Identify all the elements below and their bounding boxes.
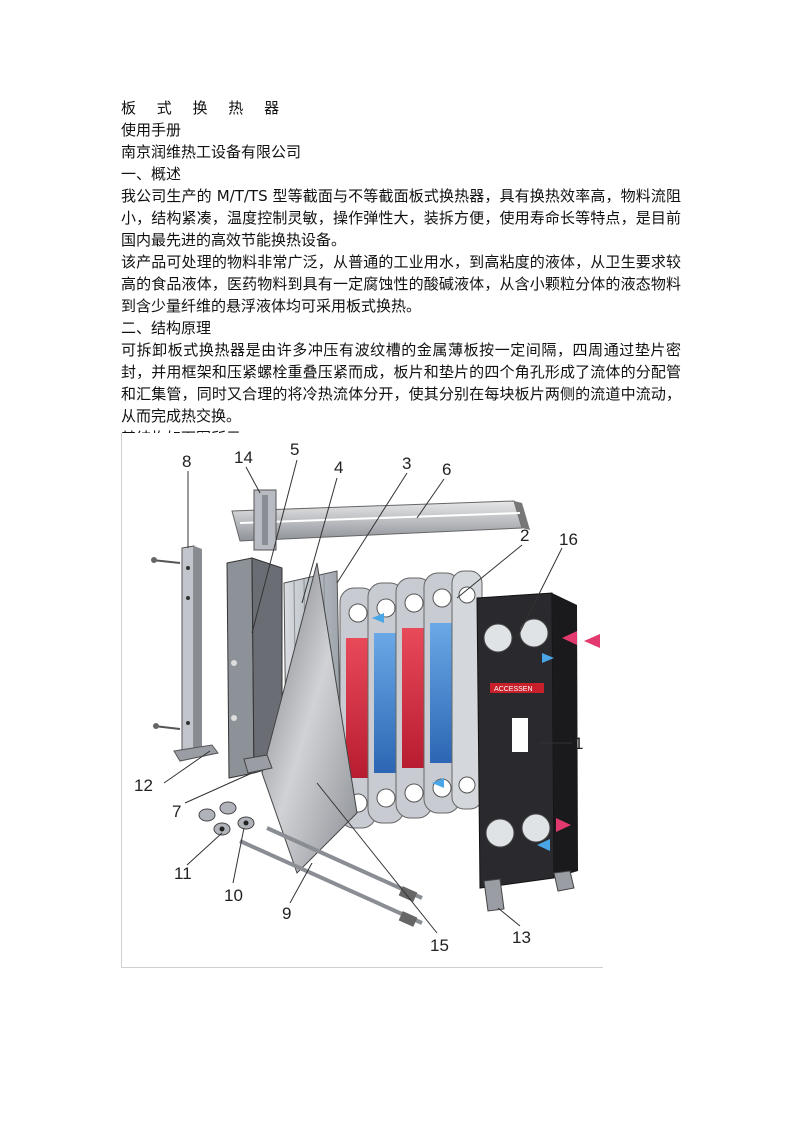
brand-label: ACCESSEN [494, 686, 533, 693]
callout-14: 14 [234, 448, 253, 467]
tie-rods [239, 826, 423, 927]
callout-3: 3 [402, 454, 411, 473]
upper-guide-bar [231, 500, 530, 542]
callout-16: 16 [559, 530, 578, 549]
section2-heading: 二、结构原理 [121, 319, 212, 337]
pressure-plate: ACCESSEN [476, 592, 578, 889]
doc-subtitle: 使用手册 [121, 121, 182, 139]
section1-paragraph-1: 我公司生产的 M/T/TS 型等截面与不等截面板式换热器，具有换热效率高，物料流… [121, 187, 681, 249]
section1-heading: 一、概述 [121, 165, 182, 183]
support-feet [243, 754, 575, 912]
callout-labels: 8 14 5 4 3 6 2 16 1 12 7 11 10 9 15 13 [134, 440, 583, 955]
section1-paragraph-2: 该产品可处理的物料非常广泛，从普通的工业用水，到高粘度的液体，从卫生要求较高的食… [121, 253, 681, 315]
flow-arrows [372, 613, 600, 851]
bolts [151, 557, 181, 730]
callout-10: 10 [224, 886, 243, 905]
callout-15: 15 [430, 936, 449, 955]
callout-leaders [163, 459, 572, 934]
callout-1: 1 [574, 734, 583, 753]
callout-11: 11 [174, 864, 192, 883]
callout-7: 7 [172, 802, 181, 821]
callout-12: 12 [134, 776, 153, 795]
callout-6: 6 [442, 460, 451, 479]
callout-5: 5 [290, 440, 299, 459]
callout-2: 2 [520, 526, 529, 545]
support-column [173, 545, 219, 762]
company-name: 南京润维热工设备有限公司 [121, 143, 302, 161]
section2-paragraph-1: 可拆卸板式换热器是由许多冲压有波纹槽的金属薄板按一定间隔，四周通过垫片密封，并用… [121, 341, 681, 425]
callout-8: 8 [182, 452, 191, 471]
callout-9: 9 [282, 904, 291, 923]
port-fittings [198, 801, 255, 836]
document-body: 板 式 换 热 器 使用手册 南京润维热工设备有限公司 一、概述 我公司生产的 … [121, 97, 681, 449]
fixed-frame-plate [226, 557, 283, 779]
callout-4: 4 [334, 458, 343, 477]
heat-exchanger-diagram: ACCESSEN [121, 433, 603, 968]
guide-bar-bracket [253, 489, 277, 551]
doc-title: 板 式 换 热 器 [121, 99, 288, 117]
callout-13: 13 [512, 928, 531, 947]
front-sheet [261, 562, 358, 874]
